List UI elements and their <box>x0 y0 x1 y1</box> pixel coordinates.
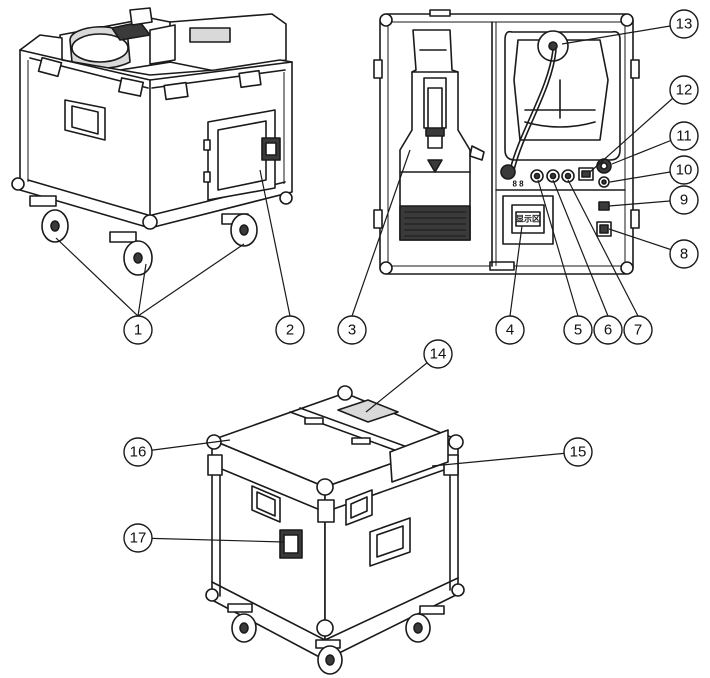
svg-text:15: 15 <box>570 444 587 461</box>
control-strip: 8 8 <box>495 158 626 191</box>
side-handle <box>64 99 106 141</box>
callout-17: 17 <box>123 523 153 553</box>
machine-top <box>59 7 287 73</box>
closed-case-view <box>205 385 465 675</box>
access-door <box>203 109 281 201</box>
svg-text:8 8: 8 8 <box>512 180 524 189</box>
svg-text:2: 2 <box>286 322 294 339</box>
front-panel-view: 8 8 显示区 <box>373 9 640 275</box>
callout-3: 3 <box>337 315 367 345</box>
leader-lines <box>55 23 685 543</box>
svg-text:11: 11 <box>676 128 692 145</box>
open-case-view <box>11 7 293 276</box>
svg-text:6: 6 <box>604 322 612 339</box>
callout-16: 16 <box>123 437 153 467</box>
svg-text:17: 17 <box>130 530 147 547</box>
callout-1: 1 <box>123 315 153 345</box>
caster-wheels <box>29 195 258 276</box>
svg-text:10: 10 <box>676 162 693 179</box>
grille <box>404 211 466 237</box>
callout-6: 6 <box>593 315 623 345</box>
svg-text:16: 16 <box>130 444 147 461</box>
callout-2: 2 <box>275 315 305 345</box>
svg-text:8: 8 <box>680 246 688 263</box>
callout-14: 14 <box>423 339 453 369</box>
svg-text:3: 3 <box>348 322 356 339</box>
svg-text:7: 7 <box>634 322 642 339</box>
case-body <box>11 34 293 230</box>
svg-text:9: 9 <box>680 192 688 209</box>
svg-text:5: 5 <box>574 322 582 339</box>
closed-case-wheels <box>227 603 445 675</box>
callout-12: 12 <box>669 75 699 105</box>
svg-text:1: 1 <box>134 322 142 339</box>
case-handles <box>251 485 411 567</box>
fog-machine-body <box>399 29 485 241</box>
svg-text:4: 4 <box>506 322 514 339</box>
fluid-tank <box>504 30 621 171</box>
display-label: 显示区 <box>516 215 540 224</box>
svg-text:12: 12 <box>676 82 693 99</box>
svg-text:13: 13 <box>676 16 693 33</box>
callout-10: 10 <box>669 155 699 185</box>
callout-8: 8 <box>669 239 699 269</box>
callout-5: 5 <box>563 315 593 345</box>
callout-11: 11 <box>669 121 699 151</box>
callout-4: 4 <box>495 315 525 345</box>
callout-7: 7 <box>623 315 653 345</box>
front-latch <box>279 529 303 559</box>
callout-9: 9 <box>669 185 699 215</box>
callout-15: 15 <box>563 437 593 467</box>
callout-13: 13 <box>669 9 699 39</box>
display-panel: 显示区 <box>502 195 554 245</box>
svg-text:14: 14 <box>430 346 447 363</box>
